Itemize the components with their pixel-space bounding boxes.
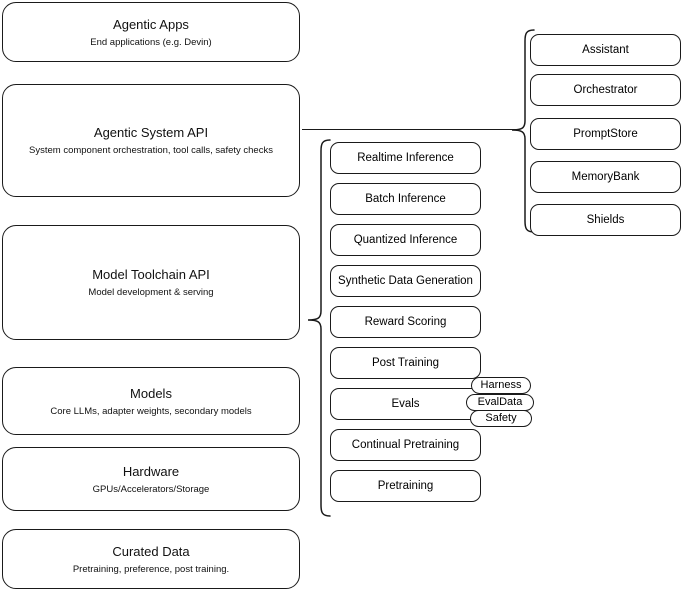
capability-label: Reward Scoring	[364, 315, 447, 328]
layer-subtitle: End applications (e.g. Devin)	[90, 36, 212, 48]
eval-badge-safety[interactable]: Safety	[470, 410, 532, 427]
capability-label: Post Training	[371, 356, 440, 369]
component-box-assistant[interactable]: Assistant	[530, 34, 681, 66]
layer-title: Models	[130, 385, 172, 401]
component-box-shields[interactable]: Shields	[530, 204, 681, 236]
layer-box-hardware[interactable]: Hardware GPUs/Accelerators/Storage	[2, 447, 300, 511]
layer-box-agentic-system-api[interactable]: Agentic System API System component orch…	[2, 84, 300, 197]
eval-badge-label: Harness	[480, 379, 522, 391]
component-box-promptstore[interactable]: PromptStore	[530, 118, 681, 150]
layer-subtitle: Pretraining, preference, post training.	[72, 563, 230, 575]
capability-label: Synthetic Data Generation	[338, 274, 473, 287]
capability-box-pretraining[interactable]: Pretraining	[330, 470, 481, 502]
eval-badge-evaldata[interactable]: EvalData	[466, 394, 534, 411]
layer-title: Agentic Apps	[113, 16, 189, 32]
capability-box-reward-scoring[interactable]: Reward Scoring	[330, 306, 481, 338]
capability-label: Pretraining	[377, 479, 434, 492]
layer-box-agentic-apps[interactable]: Agentic Apps End applications (e.g. Devi…	[2, 2, 300, 62]
eval-badge-label: EvalData	[477, 396, 523, 408]
capability-box-continual-pretraining[interactable]: Continual Pretraining	[330, 429, 481, 461]
eval-badge-harness[interactable]: Harness	[471, 377, 531, 394]
component-label: Shields	[586, 213, 625, 226]
component-label: MemoryBank	[571, 170, 640, 183]
component-box-memorybank[interactable]: MemoryBank	[530, 161, 681, 193]
layer-title: Model Toolchain API	[92, 267, 210, 282]
capability-label: Realtime Inference	[357, 151, 454, 164]
layer-subtitle: GPUs/Accelerators/Storage	[92, 483, 210, 495]
capability-label: Continual Pretraining	[351, 438, 460, 451]
component-label: PromptStore	[573, 127, 638, 140]
capability-box-batch-inference[interactable]: Batch Inference	[330, 183, 481, 215]
capability-box-realtime-inference[interactable]: Realtime Inference	[330, 142, 481, 174]
component-label: Assistant	[582, 43, 629, 56]
component-box-orchestrator[interactable]: Orchestrator	[530, 74, 681, 106]
layer-subtitle: System component orchestration, tool cal…	[29, 145, 273, 156]
capability-box-synthetic-data-generation[interactable]: Synthetic Data Generation	[330, 265, 481, 297]
layer-box-curated-data[interactable]: Curated Data Pretraining, preference, po…	[2, 529, 300, 589]
capability-label: Evals	[391, 397, 420, 410]
layer-title: Hardware	[122, 463, 180, 479]
brace-model-toolchain	[306, 138, 332, 518]
layer-box-models[interactable]: Models Core LLMs, adapter weights, secon…	[2, 367, 300, 435]
capability-box-quantized-inference[interactable]: Quantized Inference	[330, 224, 481, 256]
layer-title: Curated Data	[112, 543, 190, 559]
component-label: Orchestrator	[573, 83, 638, 96]
layer-subtitle: Model development & serving	[88, 287, 214, 298]
capability-box-post-training[interactable]: Post Training	[330, 347, 481, 379]
connector-system-api-to-components	[302, 129, 516, 130]
eval-badge-label: Safety	[485, 412, 517, 424]
capability-box-evals[interactable]: Evals	[330, 388, 481, 420]
layer-box-model-toolchain-api[interactable]: Model Toolchain API Model development & …	[2, 225, 300, 340]
capability-label: Batch Inference	[365, 192, 446, 205]
capability-label: Quantized Inference	[353, 233, 458, 246]
layer-subtitle: Core LLMs, adapter weights, secondary mo…	[50, 405, 252, 417]
layer-title: Agentic System API	[93, 125, 209, 140]
